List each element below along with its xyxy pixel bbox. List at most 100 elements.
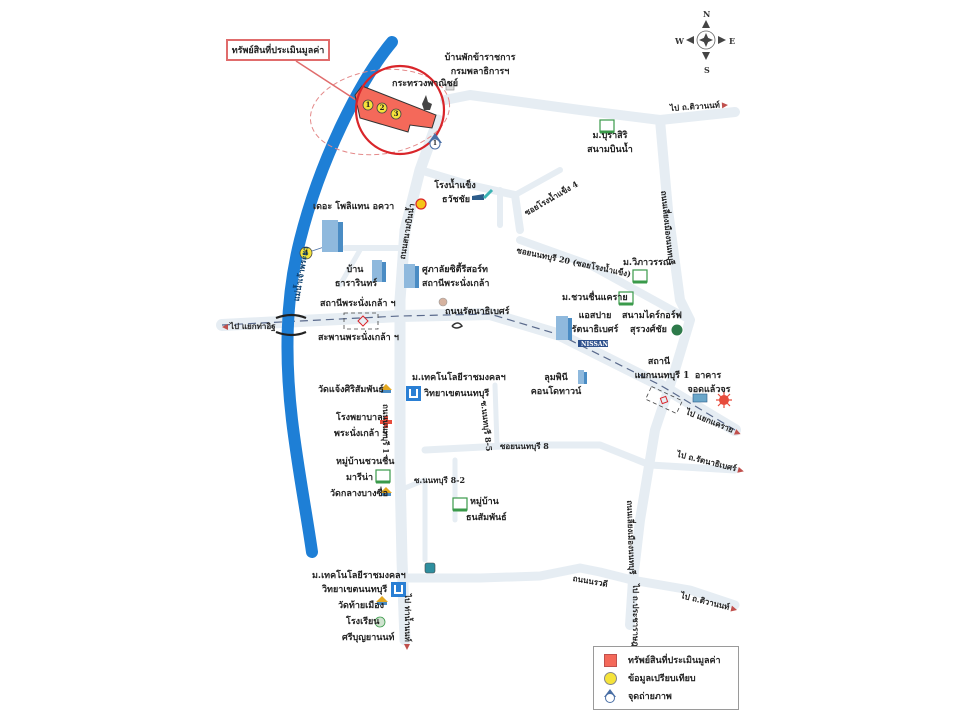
rail-line — [221, 313, 736, 431]
label-chuanchuen: ม.ชวนชื่นแคราย — [562, 293, 628, 303]
road-ice-soi — [416, 166, 524, 234]
label-nissan: NISSAN — [581, 341, 608, 348]
label-center-1: ศูภาลัยซิตี้รีสอร์ท — [422, 265, 488, 275]
river — [281, 36, 398, 558]
road-sanambinnam — [394, 114, 444, 646]
village-icon — [375, 469, 391, 484]
nissan-logo — [578, 340, 608, 347]
school-icon — [374, 616, 386, 628]
subject-callout-label: ทรัพย์สินที่ประเมินมูลค่า — [226, 39, 330, 61]
compass-icon — [686, 20, 726, 60]
village-icon — [618, 291, 634, 306]
label-tech-2: วิทยาเขตนนทบุรี — [424, 389, 490, 399]
label-road-rattanathibet: ถนนรัตนาธิเบศร์ — [445, 307, 510, 317]
road-ice-soi4 — [512, 167, 563, 198]
bridge-mark — [275, 313, 307, 320]
road-soi8-5 — [492, 382, 500, 448]
direction-to-tha-nam: ไป ท่าน้ำนนท์ — [401, 594, 414, 650]
label-lspai-2: รัตนาธิเบศร์ — [571, 325, 619, 335]
label-gov-residence-2: กรมพลาธิการฯ — [450, 67, 510, 77]
label-golf-1: สนามไดร์กอร์ฟ — [622, 311, 682, 321]
label-plantation: เดอะ โพลิแทน อควา — [313, 202, 395, 212]
road-soi20 — [516, 236, 694, 324]
label-road-nonthaburi1: ถนนนนทบุรี 1 — [381, 404, 391, 454]
university-icon — [391, 582, 406, 597]
legend-item-property: ทรัพย์สินที่ประเมินมูลค่า — [602, 651, 730, 669]
road-soi8 — [421, 441, 739, 474]
label-wat-1: วัดแจ้งศิริสัมพันธ์ — [318, 385, 384, 395]
marker-3-label: 3 — [393, 109, 399, 118]
station-icon — [343, 312, 379, 330]
monument-icon — [422, 95, 432, 110]
temple-icon — [380, 487, 392, 496]
sun-logo-icon — [716, 392, 732, 408]
legend-item-comparable: ข้อมูลเปรียบเทียบ — [602, 669, 730, 687]
comparable-markers — [299, 99, 402, 260]
map-legend: ทรัพย์สินที่ประเมินมูลค่า ข้อมูลเปรียบเท… — [593, 646, 739, 710]
label-road-soi8-2: ซ.นนทบุรี 8-2 — [414, 475, 466, 485]
label-village-2b: ธนสัมพันธ์ — [466, 513, 507, 523]
tower-icon — [322, 220, 343, 252]
label-golf-2: สุรวงศ์ชัย — [630, 325, 667, 335]
label-hospital-2: พระนั่งเกล้า ฯ — [334, 429, 388, 439]
temple-icon — [376, 596, 388, 605]
marker-3 — [390, 108, 402, 120]
road-soi8-2 — [397, 477, 428, 563]
label-station-1: สถานีพระนั่งเกล้า ฯ — [320, 299, 396, 309]
label-ministry: กระทรวงพาณิชย์ — [392, 79, 459, 89]
label-tech-b2: วิทยาเขตนนทบุรี — [322, 585, 388, 595]
label-station-2b: แยกนนทบุรี 1 — [634, 371, 690, 381]
label-village-1b: มารีน่า — [346, 473, 374, 483]
road-nonsawat — [397, 563, 740, 610]
university-icon — [406, 386, 421, 401]
building-small-icon — [445, 83, 455, 91]
golf-icon — [670, 323, 684, 337]
label-ice-factory-1: โรงน้ำแข็ง — [434, 181, 476, 191]
label-lspai-1: แอสปาย — [578, 311, 612, 321]
station-icon — [645, 385, 683, 415]
temple-icon — [380, 384, 392, 393]
gas-station-icon — [424, 562, 436, 574]
yellow-circle-icon — [602, 670, 618, 686]
label-lumpini-1: ลุมพินี — [544, 373, 568, 383]
ptt-icon — [451, 322, 464, 329]
compass-east: E — [729, 36, 736, 46]
label-wat-3: วัดท้ายเมือง — [338, 601, 384, 611]
area-ellipse — [309, 68, 451, 156]
marker-1-label: 1 — [365, 100, 371, 109]
village-icon — [452, 497, 468, 512]
label-burasiri-1: ม.บุราสิริ — [592, 131, 628, 141]
label-lumpini-2: คอนโดทาวน์ — [530, 387, 582, 397]
label-tech-b1: ม.เทคโนโลยีราชมงคลฯ — [312, 571, 406, 581]
subject-circle — [354, 64, 446, 156]
tower-icon — [556, 316, 572, 340]
factory-icon — [472, 188, 494, 200]
label-burasiri-2: สนามบินน้ำ — [587, 145, 633, 155]
direction-to-tha-it: ไป แยกท่าอิฐ — [222, 320, 276, 333]
label-station-2a: สถานี — [647, 357, 671, 367]
label-wiparawan: ม.วิภาวรรณ — [623, 258, 672, 268]
marker-2-label: 2 — [379, 103, 385, 112]
label-building-2: จอดแล้วจร — [687, 385, 731, 395]
shrine-icon — [438, 297, 448, 307]
label-baan-2: ธารารินทร์ — [334, 279, 378, 289]
tower-icon — [372, 260, 386, 282]
label-hospital-1: โรงพยาบาล — [336, 413, 383, 423]
gas-station-icon — [415, 198, 427, 210]
village-icon — [599, 119, 615, 134]
label-village-2a: หมู่บ้าน — [470, 497, 499, 507]
label-wat-2: วัดกลางบางซื่อ — [330, 489, 388, 499]
label-ice-factory-2: ธวัชชัย — [441, 195, 471, 205]
label-school-1: โรงเรียน — [346, 617, 380, 627]
hospital-icon — [380, 416, 392, 428]
label-road-soi8: ซอยนนทบุรี 8 — [500, 441, 549, 451]
tower-icon — [578, 370, 587, 384]
label-bridge: สะพานพระนั่งเกล้า ฯ — [318, 333, 399, 343]
road-liang-muang — [625, 115, 695, 630]
parking-building-icon — [692, 393, 708, 403]
marker-4 — [299, 246, 313, 260]
village-icon — [632, 269, 648, 284]
red-square-icon — [602, 652, 618, 668]
road-top — [440, 90, 740, 125]
label-baan-1: บ้าน — [346, 265, 364, 275]
